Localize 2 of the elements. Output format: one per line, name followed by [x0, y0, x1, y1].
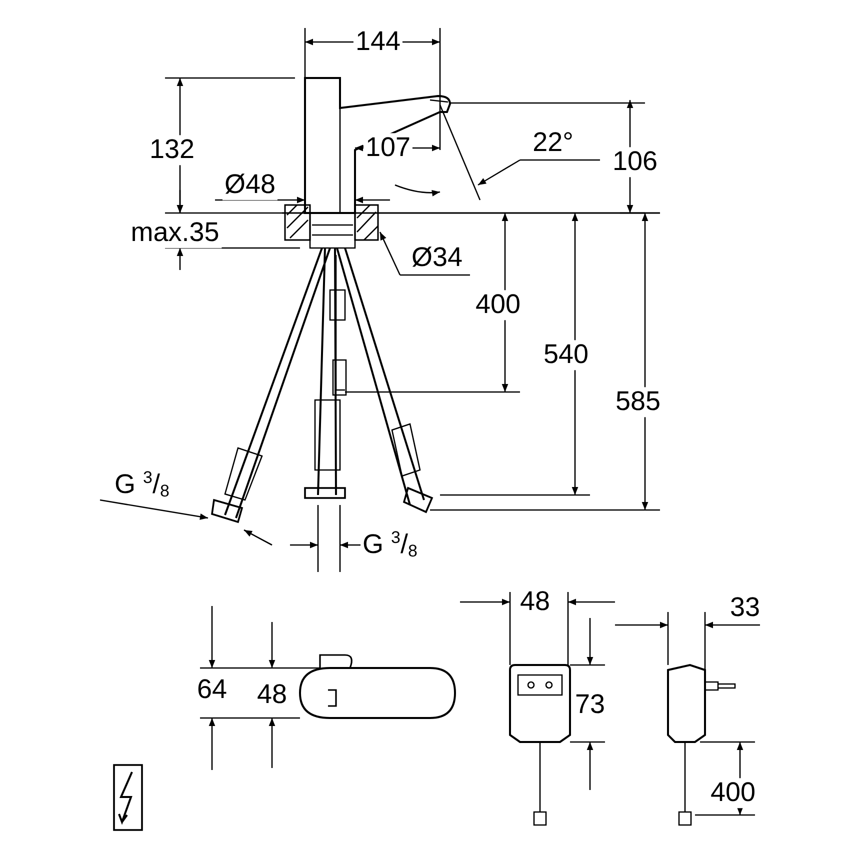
dimension-label: G $^{3}$/$_{8}$ — [112, 470, 172, 500]
dimension-label: G $^{3}$/$_{8}$ — [360, 530, 420, 560]
